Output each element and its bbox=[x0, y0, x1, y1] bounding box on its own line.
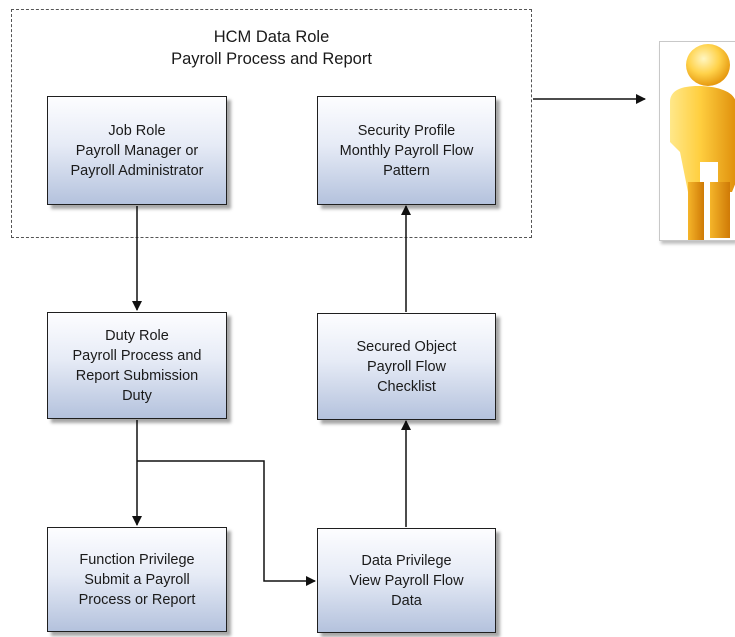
function-privilege-line-3: Process or Report bbox=[78, 591, 196, 608]
duty-role-node: Duty Role Payroll Process and Report Sub… bbox=[47, 312, 227, 419]
data-privilege-line-2: View Payroll Flow bbox=[349, 572, 464, 589]
job-role-line-3: Payroll Administrator bbox=[70, 162, 204, 179]
duty-role-line-4: Duty bbox=[122, 387, 152, 404]
function-privilege-line-2: Submit a Payroll bbox=[84, 571, 190, 588]
person-icon bbox=[670, 44, 735, 240]
security-profile-label: Security Profile bbox=[357, 122, 456, 139]
secured-object-line-3: Checklist bbox=[377, 378, 436, 395]
group-title: HCM Data Role Payroll Process and Report bbox=[11, 26, 532, 70]
data-privilege-node: Data Privilege View Payroll Flow Data bbox=[317, 528, 496, 633]
duty-role-label: Duty Role bbox=[105, 327, 169, 344]
job-role-line-2: Payroll Manager or bbox=[75, 142, 199, 159]
job-role-label: Job Role bbox=[108, 122, 166, 139]
user-card bbox=[659, 41, 735, 241]
data-privilege-label: Data Privilege bbox=[361, 552, 452, 569]
secured-object-node: Secured Object Payroll Flow Checklist bbox=[317, 313, 496, 420]
security-profile-line-3: Pattern bbox=[383, 162, 430, 179]
duty-role-line-3: Report Submission bbox=[75, 367, 199, 384]
duty-role-line-2: Payroll Process and bbox=[72, 347, 202, 364]
secured-object-label: Secured Object bbox=[356, 338, 457, 355]
function-privilege-node: Function Privilege Submit a Payroll Proc… bbox=[47, 527, 227, 632]
function-privilege-label: Function Privilege bbox=[79, 551, 195, 568]
data-privilege-line-3: Data bbox=[391, 592, 422, 609]
group-title-line-2: Payroll Process and Report bbox=[171, 50, 372, 68]
secured-object-line-2: Payroll Flow bbox=[367, 358, 446, 375]
arrow-duty-to-data-privilege bbox=[137, 460, 316, 586]
security-profile-line-2: Monthly Payroll Flow bbox=[339, 142, 474, 159]
job-role-node: Job Role Payroll Manager or Payroll Admi… bbox=[47, 96, 227, 205]
security-profile-node: Security Profile Monthly Payroll Flow Pa… bbox=[317, 96, 496, 205]
group-title-line-1: HCM Data Role bbox=[213, 28, 330, 46]
